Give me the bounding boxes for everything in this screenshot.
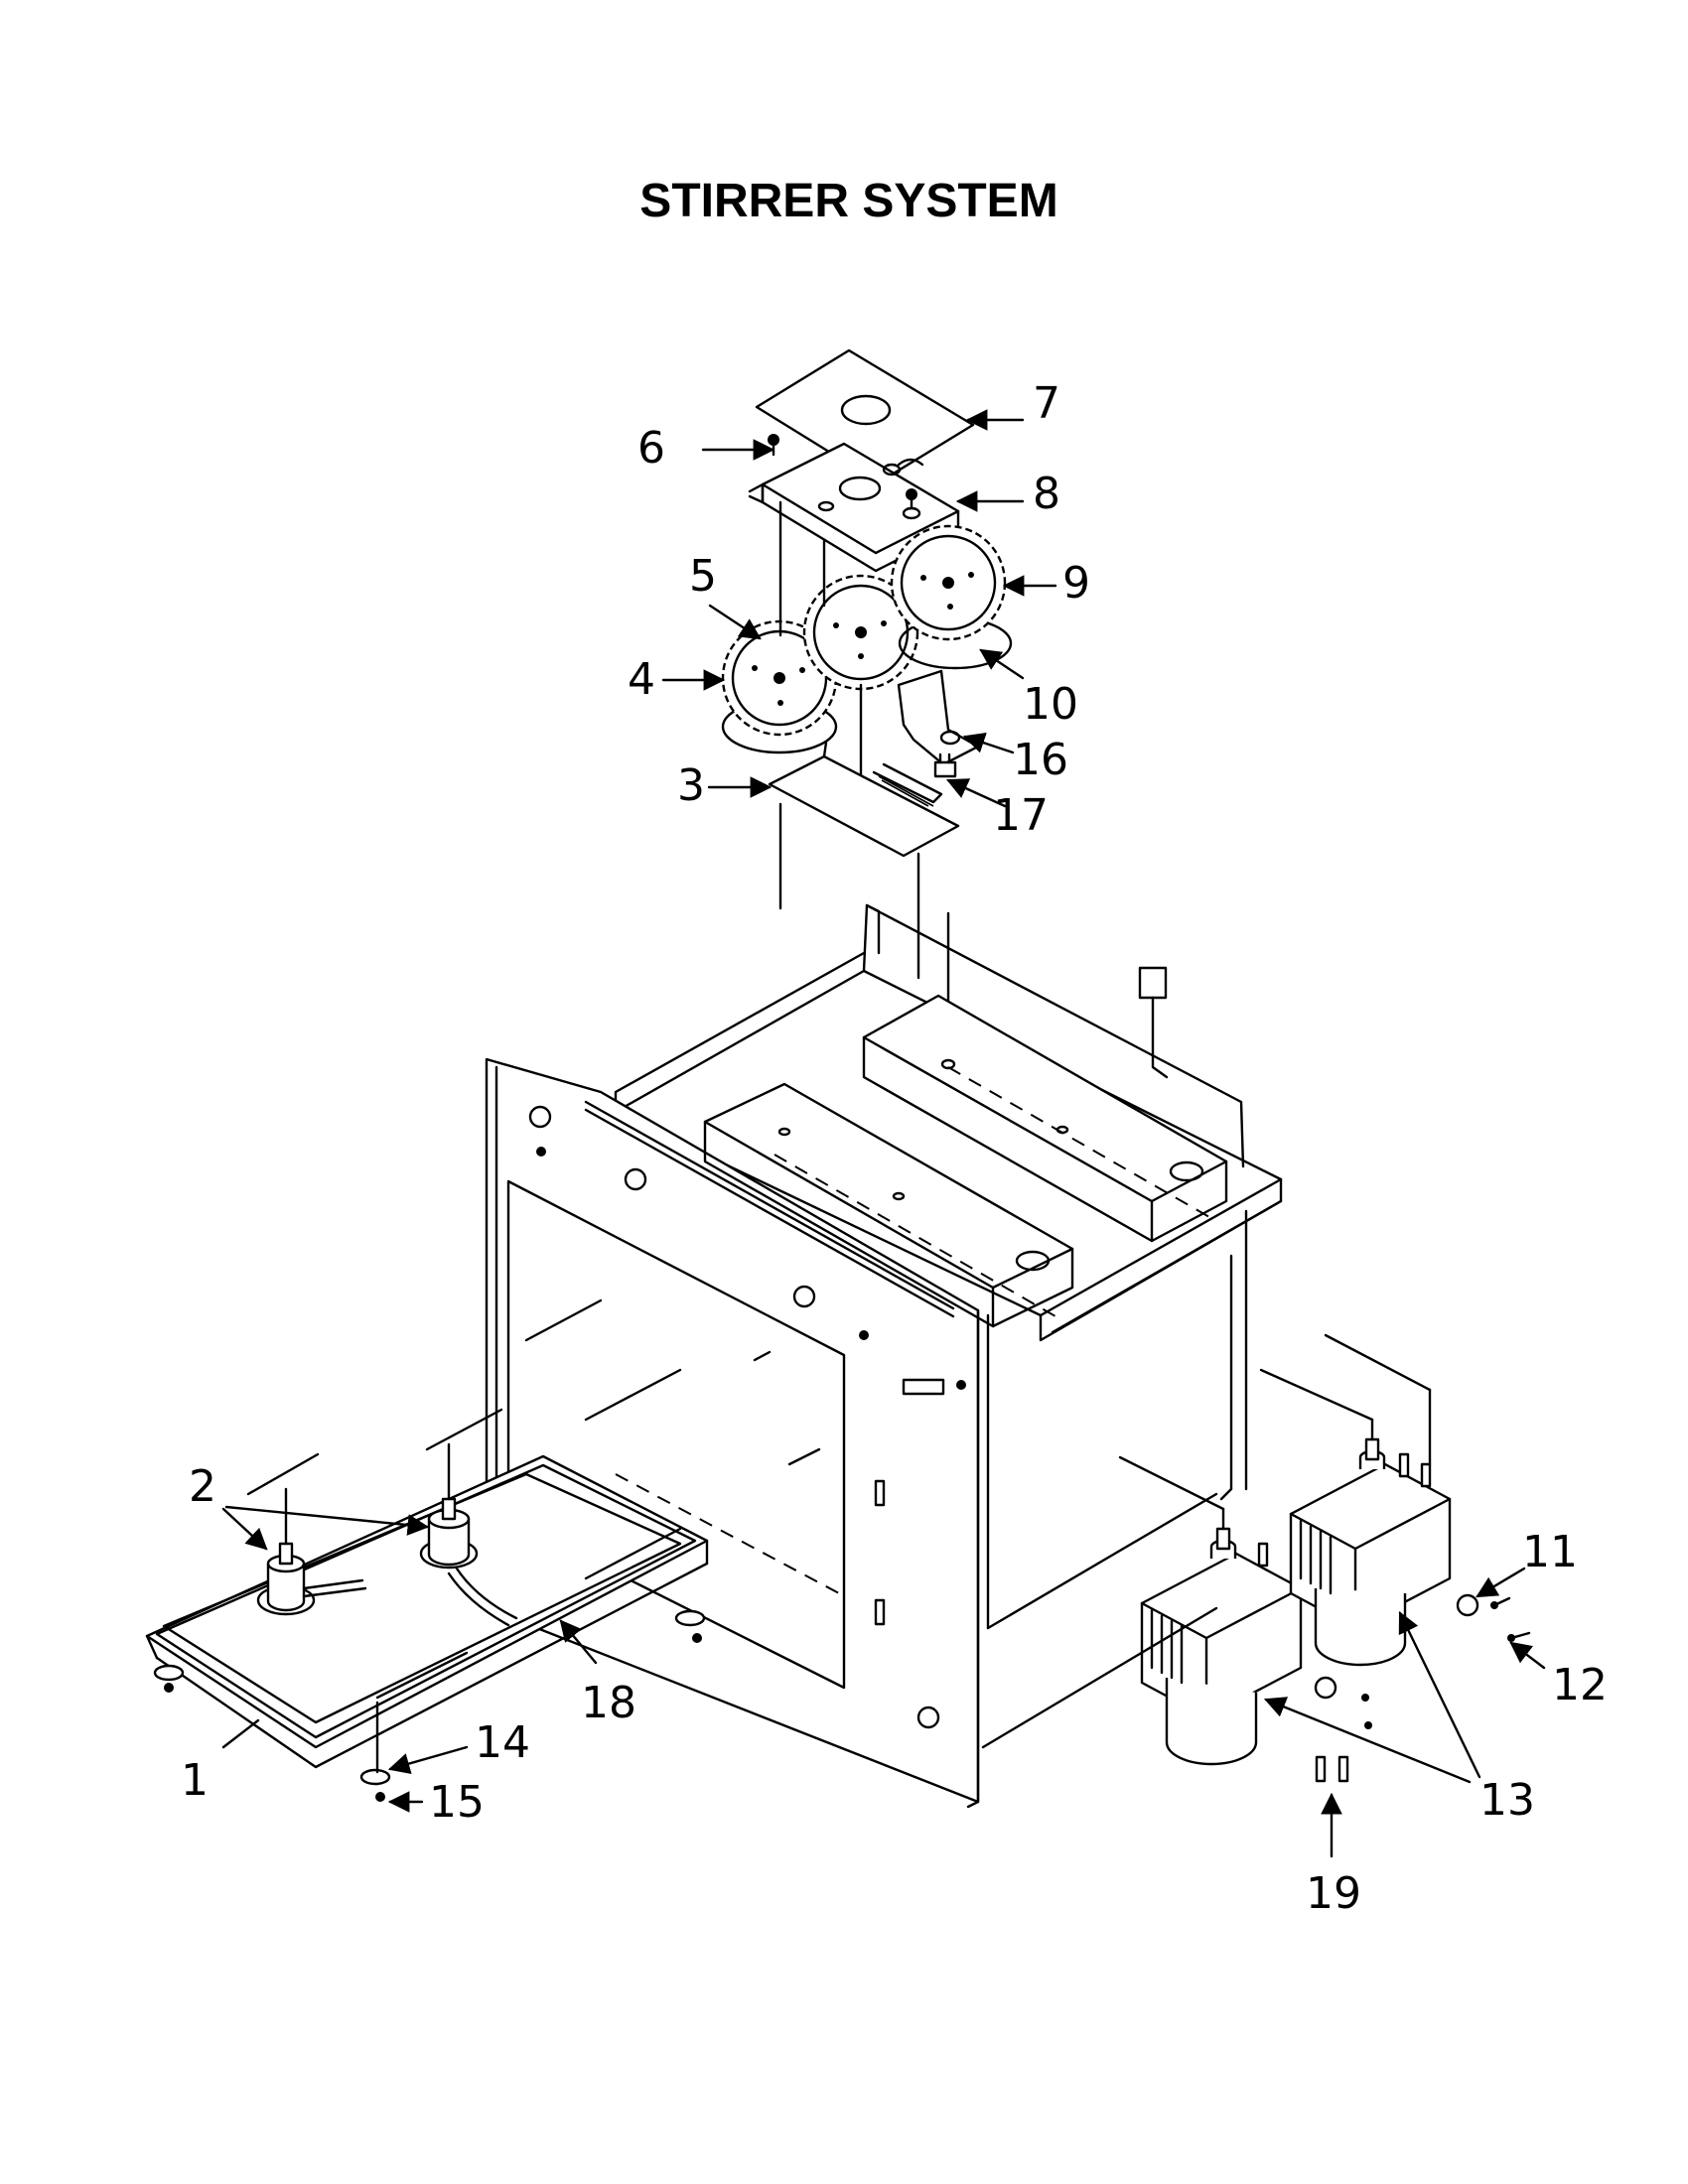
callout-3: 3 bbox=[677, 760, 705, 811]
gear-drive-bracket bbox=[897, 669, 980, 778]
thermostat-hardware bbox=[1314, 1593, 1531, 1729]
stirrer-gear-right bbox=[890, 524, 1013, 670]
callout-17: 17 bbox=[993, 790, 1049, 841]
magnetron-rear bbox=[1259, 1333, 1452, 1667]
callout-16: 16 bbox=[1013, 735, 1068, 785]
callout-13: 13 bbox=[1479, 1775, 1535, 1826]
magnetron-front bbox=[981, 1455, 1303, 1766]
tray-hardware bbox=[153, 1609, 706, 1802]
callout-11: 11 bbox=[1522, 1527, 1578, 1577]
callout-15: 15 bbox=[429, 1777, 485, 1828]
stirrer-motor-right bbox=[419, 1442, 518, 1627]
tray-guide-lines bbox=[246, 1298, 840, 1700]
callout-19: 19 bbox=[1306, 1868, 1361, 1919]
callout-12: 12 bbox=[1552, 1660, 1608, 1710]
callout-14: 14 bbox=[475, 1717, 530, 1768]
gear-base-plate bbox=[768, 741, 960, 858]
callout-labels: 7 6 8 5 9 4 10 16 3 17 2 11 12 18 14 1 1… bbox=[181, 378, 1608, 1919]
stirrer-motor-left bbox=[256, 1487, 367, 1616]
callout-1: 1 bbox=[181, 1755, 209, 1806]
callout-18: 18 bbox=[581, 1678, 636, 1728]
fuse-clips bbox=[1315, 1755, 1349, 1783]
callout-8: 8 bbox=[1033, 469, 1060, 519]
callout-4: 4 bbox=[628, 654, 655, 705]
callout-2: 2 bbox=[189, 1461, 216, 1512]
callout-5: 5 bbox=[689, 551, 717, 602]
callout-6: 6 bbox=[637, 423, 665, 474]
cabinet-frame bbox=[485, 903, 1283, 1809]
callout-10: 10 bbox=[1023, 679, 1078, 730]
diagram-title: STIRRER SYSTEM bbox=[639, 175, 1057, 227]
leader-lines bbox=[221, 409, 1546, 1858]
callout-9: 9 bbox=[1062, 558, 1090, 609]
callout-7: 7 bbox=[1033, 378, 1060, 429]
